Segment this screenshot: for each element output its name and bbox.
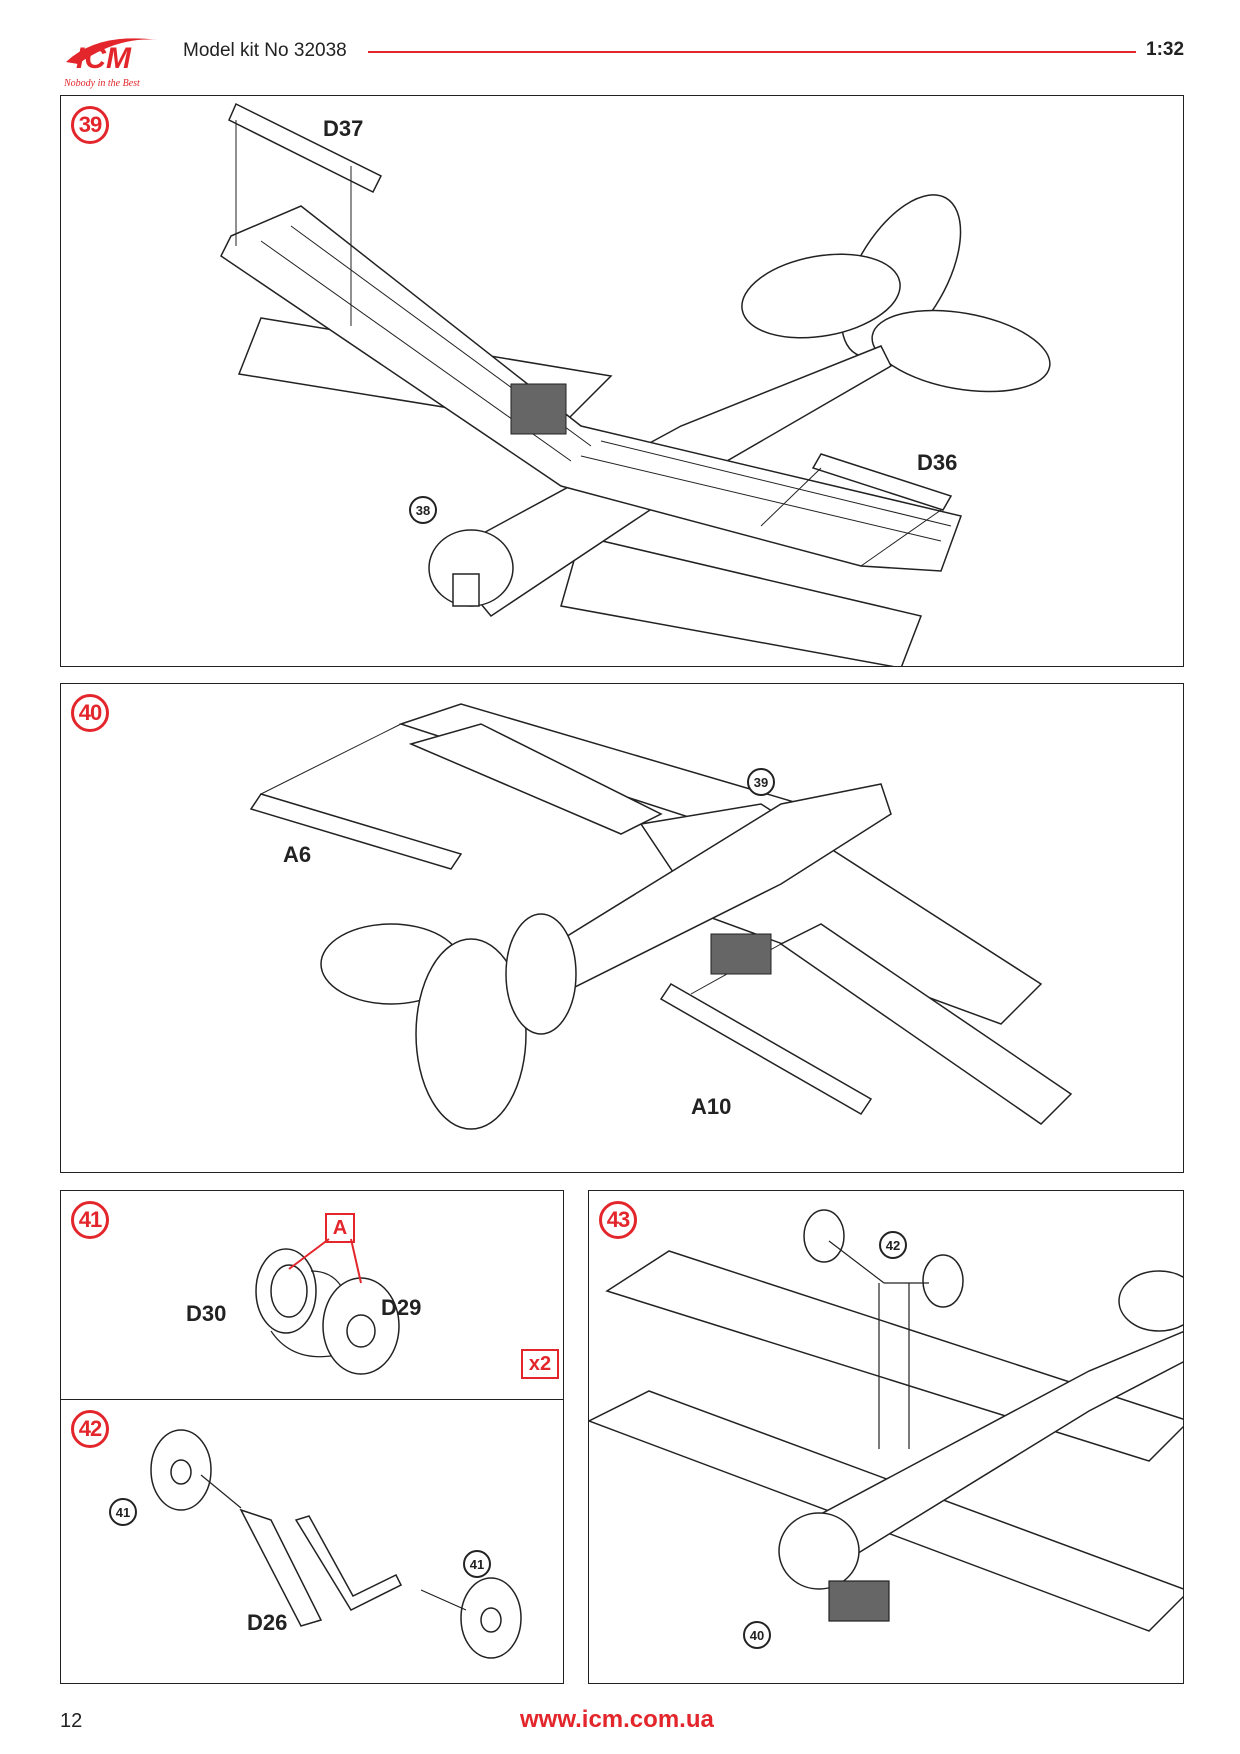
part-d29-label: D29 [381, 1295, 422, 1320]
part-a6-label: A6 [283, 842, 312, 867]
step-42-illustration [150, 1429, 522, 1659]
part-a10-label: A10 [691, 1094, 732, 1119]
header-rule [368, 51, 1136, 53]
step-39-panel: 39 D37 D3 [60, 95, 1184, 667]
step-40-panel: 40 A6 A10 39 [60, 683, 1184, 1173]
part-d36-label: D36 [917, 450, 958, 475]
page-number: 12 [60, 1710, 83, 1732]
step-41-panel: 41 A D30 D29 x2 [60, 1190, 564, 1400]
step-43-panel: 43 42 40 [588, 1190, 1184, 1684]
step-43-illustration [589, 1209, 1183, 1632]
scale-label: 1:32 [1146, 39, 1185, 60]
part-d30-label: D30 [186, 1301, 227, 1326]
paint-marker-a: A [325, 1213, 355, 1243]
step-40-illustration [249, 703, 1073, 1130]
part-d37-label: D37 [323, 116, 364, 141]
kit-title: Model kit No 32038 [183, 40, 347, 61]
svg-text:Nobody in the Best: Nobody in the Best [63, 78, 140, 89]
step-41-illustration [255, 1238, 400, 1375]
quantity-x2: x2 [521, 1349, 559, 1379]
step-ref-42: 42 [879, 1231, 907, 1259]
step-ref-38: 38 [409, 496, 437, 524]
website-link[interactable]: www.icm.com.ua [520, 1706, 714, 1733]
part-d26-label: D26 [247, 1610, 288, 1635]
step-41-number: 41 [71, 1201, 109, 1239]
step-ref-41-right: 41 [463, 1550, 491, 1578]
step-ref-41-left: 41 [109, 1498, 137, 1526]
step-39-number: 39 [71, 106, 109, 144]
step-39-illustration [220, 102, 1051, 666]
step-43-number: 43 [599, 1201, 637, 1239]
step-ref-40: 40 [743, 1621, 771, 1649]
step-40-number: 40 [71, 694, 109, 732]
page-header: ICM Nobody in the Best Model kit No 3203… [0, 0, 1240, 95]
icm-logo: ICM Nobody in the Best [63, 38, 158, 89]
step-42-panel: 42 41 41 D26 [60, 1399, 564, 1684]
svg-text:ICM: ICM [76, 42, 132, 75]
step-ref-39: 39 [747, 768, 775, 796]
step-42-number: 42 [71, 1410, 109, 1448]
